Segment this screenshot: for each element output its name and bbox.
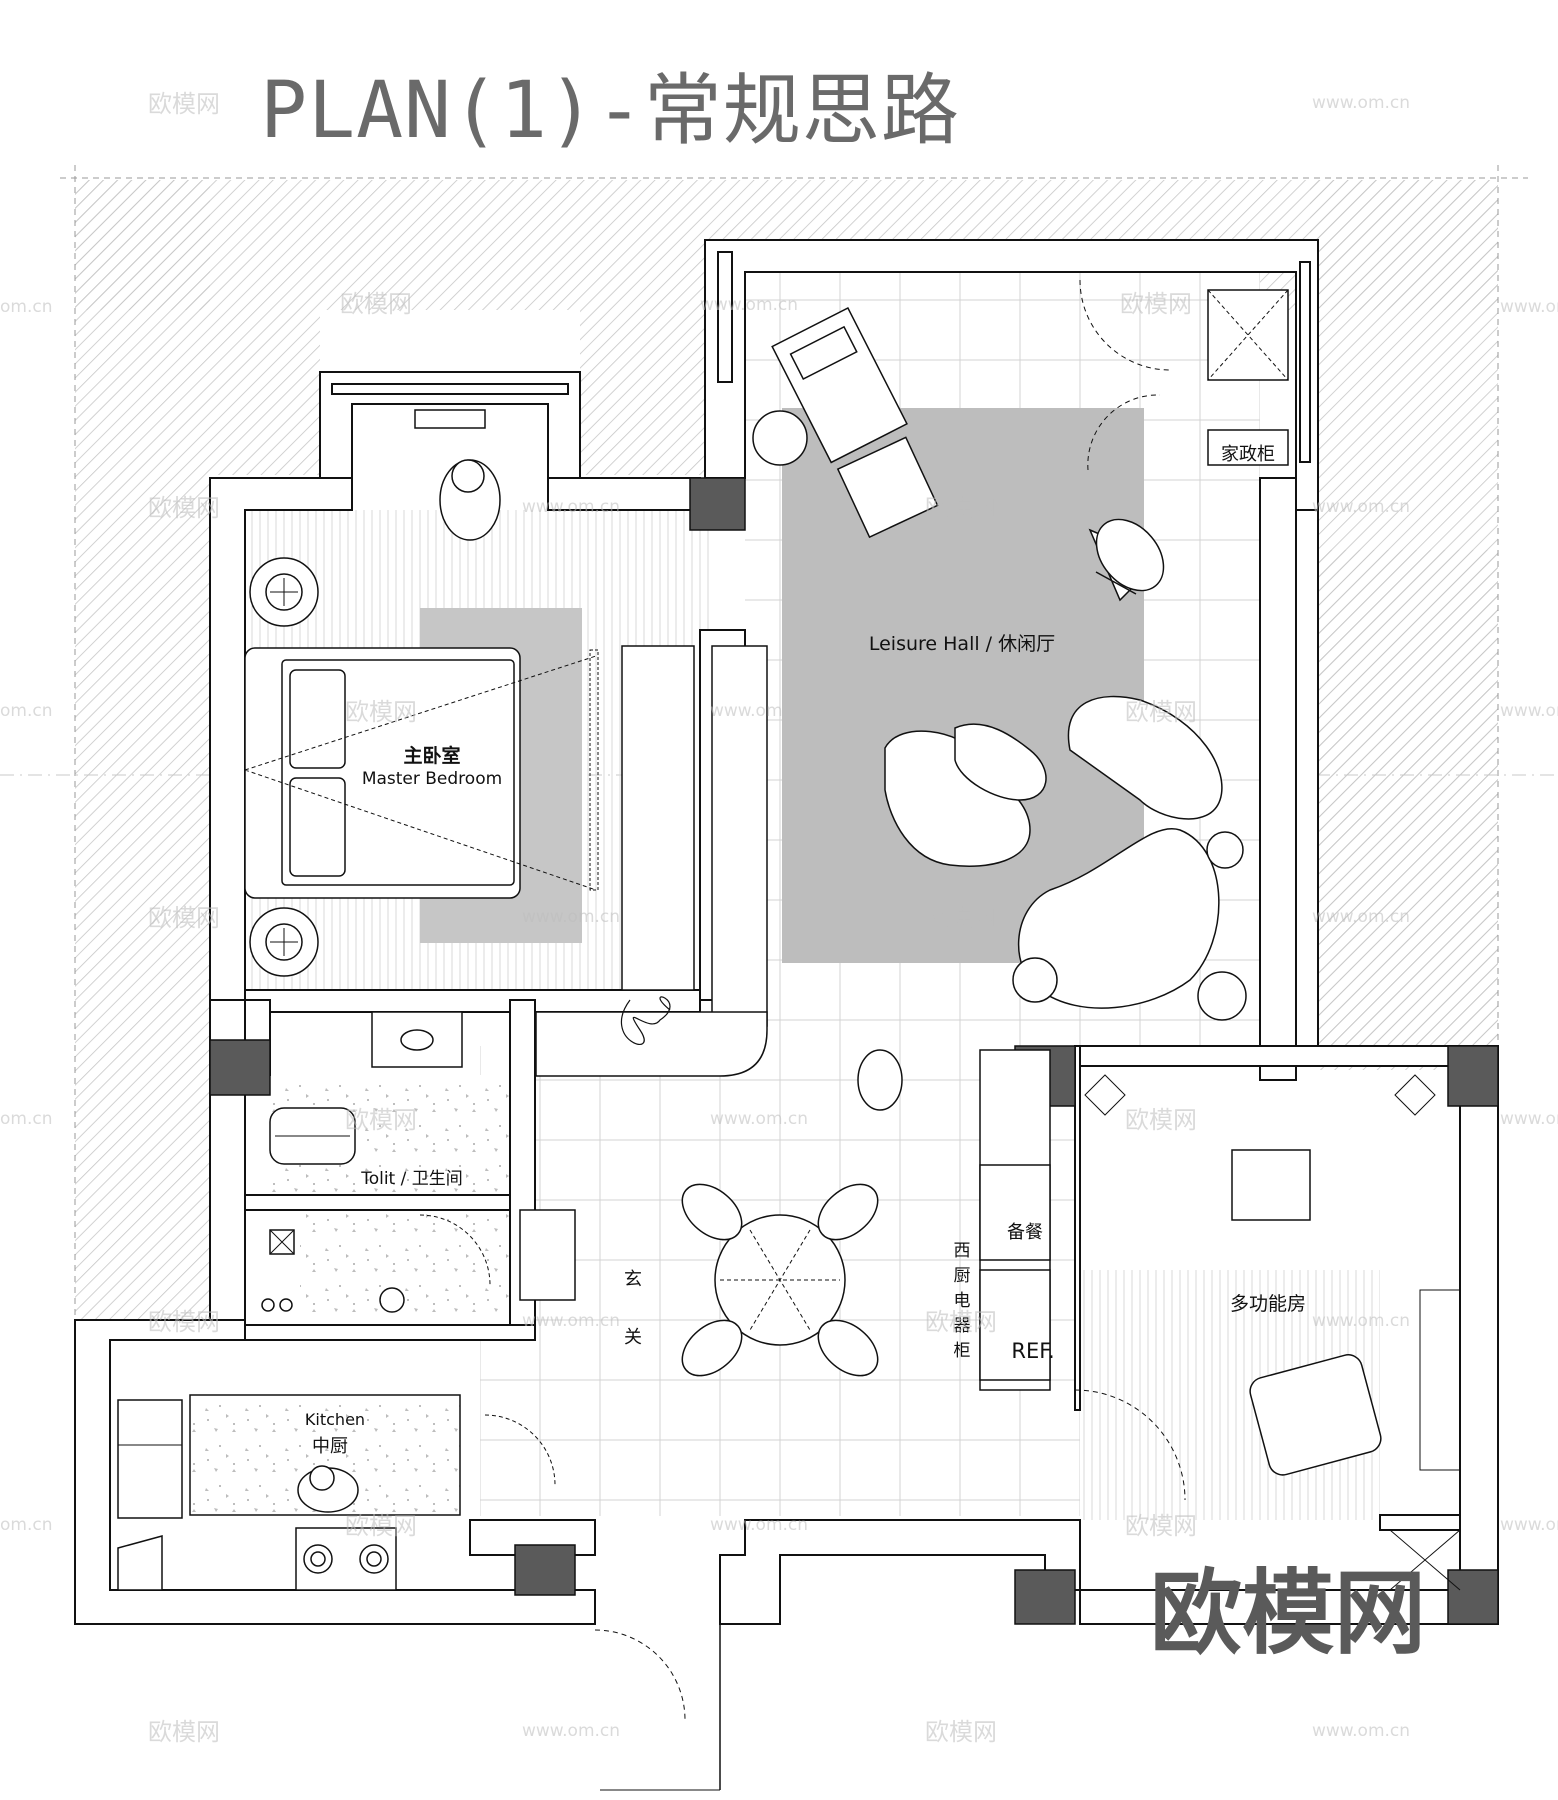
watermark-32: 欧模网 bbox=[1125, 1512, 1197, 1540]
watermark-25: www.om.cn bbox=[1500, 1109, 1558, 1129]
western-kitchen-label-1: 西 bbox=[954, 1241, 971, 1261]
watermark-22: www.om.cn bbox=[710, 1109, 808, 1129]
watermark-27: www.om.cn bbox=[522, 1311, 620, 1331]
refrigerator-label: REF. bbox=[1011, 1339, 1054, 1363]
big-watermark: 欧模网 bbox=[1150, 1560, 1426, 1667]
watermark-10: 欧模网 bbox=[925, 494, 997, 522]
watermark-17: 欧模网 bbox=[148, 904, 220, 932]
kitchen-cn-label: 中厨 bbox=[312, 1436, 348, 1457]
toilet-fixtures bbox=[261, 1011, 576, 1313]
western-kitchen-label-3: 电 bbox=[954, 1291, 971, 1311]
watermarks: 欧模网 www.om.cn 欧模网 www.om.cn 欧模网 om.cn ww… bbox=[0, 90, 1558, 1746]
western-kitchen-label-2: 厨 bbox=[954, 1266, 971, 1286]
watermark-16: www.om.cn bbox=[1500, 701, 1558, 721]
western-kitchen-label-4: 器 bbox=[954, 1316, 971, 1336]
watermark-30: 欧模网 bbox=[345, 1512, 417, 1540]
leisure-rug bbox=[782, 408, 1144, 963]
kitchen-en-label: Kitchen bbox=[305, 1410, 365, 1429]
watermark-29: www.om.cn bbox=[1312, 1311, 1410, 1331]
western-kitchen-label-5: 柜 bbox=[954, 1341, 971, 1361]
watermark-23: 欧模网 bbox=[1125, 1106, 1197, 1134]
watermark-34: www.om.cn bbox=[1500, 1515, 1558, 1535]
pantry-label: 备餐 bbox=[1007, 1222, 1043, 1243]
multi-function-room-label: 多功能房 bbox=[1230, 1293, 1306, 1315]
toilet-label: Tolit / 卫生间 bbox=[360, 1169, 463, 1189]
watermark-2: www.om.cn bbox=[1312, 93, 1410, 113]
watermark-33: om.cn bbox=[0, 1515, 53, 1535]
watermark-37: 欧模网 bbox=[925, 1718, 997, 1746]
watermark-14: 欧模网 bbox=[1125, 698, 1197, 726]
watermark-13: www.om.cn bbox=[710, 701, 808, 721]
housekeeping-cabinet-label: 家政柜 bbox=[1221, 444, 1275, 465]
watermark-36: www.om.cn bbox=[522, 1721, 620, 1741]
master-bedroom-en-label: Master Bedroom bbox=[362, 769, 502, 789]
watermark-3: 欧模网 bbox=[340, 290, 412, 318]
watermark-35: 欧模网 bbox=[148, 1718, 220, 1746]
watermark-31: www.om.cn bbox=[710, 1515, 808, 1535]
watermark-24: om.cn bbox=[0, 1109, 53, 1129]
watermark-15: om.cn bbox=[0, 701, 53, 721]
kitchen-fixtures bbox=[117, 1394, 721, 1791]
west-kitchen-cabinets bbox=[979, 1049, 1461, 1591]
entrance-label-1: 玄 bbox=[624, 1269, 642, 1290]
leisure-hall-label: Leisure Hall / 休闲厅 bbox=[869, 633, 1055, 655]
entrance-label-2: 关 bbox=[624, 1327, 642, 1348]
watermark-9: www.om.cn bbox=[522, 497, 620, 517]
plan-title: PLAN(1)-常规思路 bbox=[260, 66, 960, 156]
watermark-28: 欧模网 bbox=[925, 1308, 997, 1336]
watermark-8: 欧模网 bbox=[148, 494, 220, 522]
master-bedroom-cn-label: 主卧室 bbox=[403, 744, 460, 767]
room-labels: 主卧室 Master Bedroom Leisure Hall / 休闲厅 家政… bbox=[305, 444, 1306, 1457]
watermark-4: www.om.cn bbox=[700, 295, 798, 315]
watermark-26: 欧模网 bbox=[148, 1308, 220, 1336]
leisure-hall-furniture bbox=[752, 279, 1289, 1021]
watermark-1: 欧模网 bbox=[148, 90, 220, 118]
watermark-20: www.om.cn bbox=[1312, 907, 1410, 927]
dining-set bbox=[681, 1049, 903, 1377]
master-bedroom-furniture bbox=[244, 409, 768, 1077]
watermark-5: 欧模网 bbox=[1120, 290, 1192, 318]
watermark-21: 欧模网 bbox=[345, 1106, 417, 1134]
watermark-19: 欧模网 bbox=[925, 904, 997, 932]
watermark-6: om.cn bbox=[0, 297, 53, 317]
watermark-7: www.om.cn bbox=[1500, 297, 1558, 317]
watermark-11: www.om.cn bbox=[1312, 497, 1410, 517]
watermark-38: www.om.cn bbox=[1312, 1721, 1410, 1741]
watermark-12: 欧模网 bbox=[345, 698, 417, 726]
watermark-18: www.om.cn bbox=[522, 907, 620, 927]
